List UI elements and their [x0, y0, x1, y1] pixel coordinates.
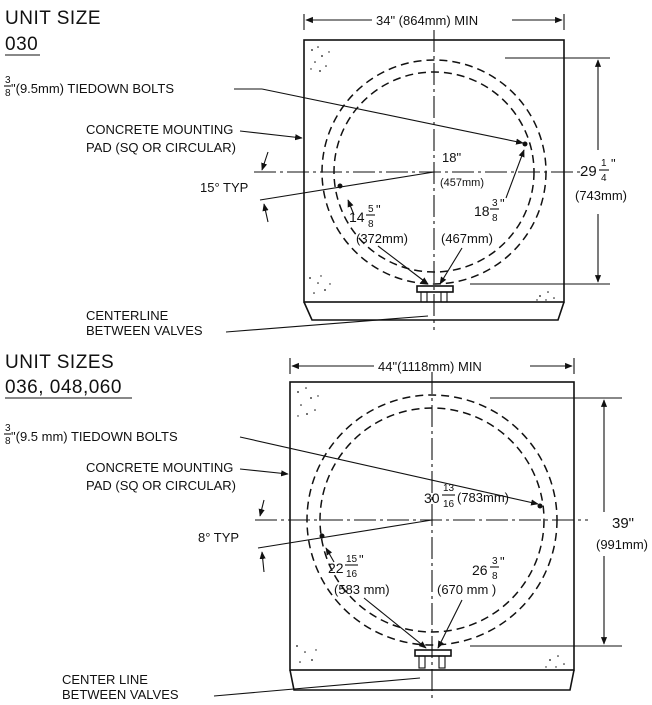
bottom-concrete-texture: [296, 387, 565, 668]
top-angle-label: 15° TYP: [200, 180, 248, 195]
svg-text:": ": [376, 202, 381, 217]
bottom-tiedown-bolts-label: 3 8 "(9.5 mm) TIEDOWN BOLTS: [4, 423, 178, 447]
top-valves: [416, 285, 454, 303]
top-width-dimension: 34" (864mm) MIN: [376, 13, 478, 28]
svg-text:8: 8: [492, 571, 498, 582]
bottom-pad-label: CONCRETE MOUNTING PAD (SQ OR CIRCULAR): [86, 460, 236, 493]
svg-text:(583 mm): (583 mm): [334, 582, 390, 597]
svg-text:PAD (SQ OR CIRCULAR): PAD (SQ OR CIRCULAR): [86, 478, 236, 493]
svg-text:30: 30: [424, 490, 440, 506]
svg-text:": ": [611, 156, 616, 171]
bottom-width-dimension: 44"(1118mm) MIN: [378, 359, 482, 374]
bottom-bolt-right: [537, 503, 543, 509]
bottom-outer-diameter-label: 26 3 8 " (670 mm ): [437, 554, 505, 597]
svg-text:(467mm): (467mm): [441, 231, 493, 246]
svg-text:CENTERLINE: CENTERLINE: [86, 308, 169, 323]
svg-text:(783mm): (783mm): [457, 490, 509, 505]
svg-text:(457mm): (457mm): [440, 177, 484, 189]
top-pad-base: [303, 301, 565, 321]
svg-text:PAD (SQ OR CIRCULAR): PAD (SQ OR CIRCULAR): [86, 140, 236, 155]
top-diagram: UNIT SIZE 030 34" (864mm) MIN: [4, 8, 627, 338]
top-concrete-texture: [309, 46, 555, 301]
bottom-height-dimension: 39" (991mm): [596, 515, 648, 552]
svg-text:CENTER LINE: CENTER LINE: [62, 672, 148, 687]
svg-text:15: 15: [346, 554, 358, 565]
svg-text:(372mm): (372mm): [356, 231, 408, 246]
svg-text:8: 8: [5, 88, 11, 99]
top-pad-label: CONCRETE MOUNTING PAD (SQ OR CIRCULAR): [86, 122, 236, 155]
svg-text:14: 14: [349, 209, 365, 225]
top-unit-size: 030: [5, 34, 38, 55]
svg-text:16: 16: [346, 569, 358, 580]
top-radius-label: 18" (457mm): [440, 150, 484, 189]
svg-text:3: 3: [492, 198, 498, 209]
svg-text:(670 mm ): (670 mm ): [437, 582, 496, 597]
svg-text:8: 8: [5, 436, 11, 447]
svg-text:13: 13: [443, 483, 455, 494]
svg-text:(743mm): (743mm): [575, 188, 627, 203]
bottom-inner-diameter-label: 22 15 16 " (583 mm): [328, 552, 390, 597]
svg-text:16: 16: [443, 499, 455, 510]
svg-text:1: 1: [601, 158, 607, 169]
svg-text:BETWEEN VALVES: BETWEEN VALVES: [86, 323, 203, 338]
svg-text:4: 4: [601, 173, 607, 184]
bottom-centerline-label: CENTER LINE BETWEEN VALVES: [62, 672, 179, 702]
svg-text:26: 26: [472, 562, 488, 578]
svg-text:18": 18": [442, 150, 461, 165]
top-inner-diameter-label: 14 5 8 " (372mm): [349, 202, 408, 246]
bottom-valves: [414, 649, 452, 669]
bottom-unit-label: UNIT SIZES: [5, 352, 114, 373]
svg-text:39": 39": [612, 515, 634, 532]
svg-text:3: 3: [492, 556, 498, 567]
svg-text:22: 22: [328, 560, 344, 576]
svg-text:5: 5: [368, 204, 374, 215]
svg-text:": ": [359, 552, 364, 567]
top-unit-label: UNIT SIZE: [5, 8, 101, 29]
top-bolt-right: [522, 141, 528, 147]
top-outer-diameter-label: 18 3 8 " (467mm): [441, 196, 505, 246]
bottom-unit-sizes: 036, 048,060: [5, 377, 122, 398]
bottom-radius-label: 30 13 16 (783mm): [424, 483, 509, 510]
svg-text:CONCRETE MOUNTING: CONCRETE MOUNTING: [86, 460, 233, 475]
svg-text:29: 29: [580, 163, 597, 180]
svg-text:BETWEEN VALVES: BETWEEN VALVES: [62, 687, 179, 702]
top-height-dimension: 29 1 4 " (743mm): [575, 156, 627, 203]
svg-text:": ": [500, 196, 505, 211]
top-tiedown-bolts-label: 3 8 "(9.5mm) TIEDOWN BOLTS: [4, 75, 174, 99]
svg-text:8: 8: [368, 219, 374, 230]
svg-text:18: 18: [474, 203, 490, 219]
svg-text:8: 8: [492, 213, 498, 224]
bottom-diagram: UNIT SIZES 036, 048,060 44"(1118mm) MIN …: [4, 352, 648, 702]
svg-text:"(9.5mm) TIEDOWN BOLTS: "(9.5mm) TIEDOWN BOLTS: [11, 81, 174, 96]
svg-text:CONCRETE MOUNTING: CONCRETE MOUNTING: [86, 122, 233, 137]
svg-text:3: 3: [5, 75, 11, 86]
top-centerline-label: CENTERLINE BETWEEN VALVES: [86, 308, 203, 338]
bottom-angle-label: 8° TYP: [198, 530, 239, 545]
svg-text:"(9.5 mm) TIEDOWN BOLTS: "(9.5 mm) TIEDOWN BOLTS: [11, 429, 178, 444]
svg-text:3: 3: [5, 423, 11, 434]
svg-text:": ": [500, 554, 505, 569]
svg-text:(991mm): (991mm): [596, 537, 648, 552]
